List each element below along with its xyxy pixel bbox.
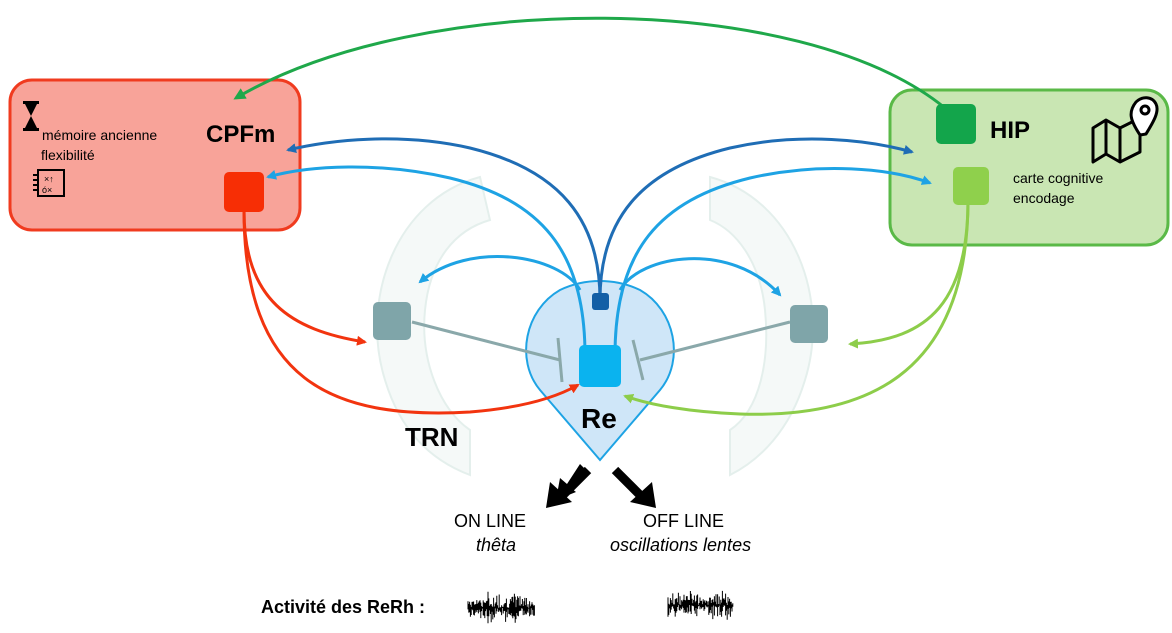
trn-node-right <box>790 305 828 343</box>
offline-sub: oscillations lentes <box>610 535 751 555</box>
trn-node-left <box>373 302 411 340</box>
re-node <box>579 345 621 387</box>
re-to-trn-left-arrow <box>418 255 582 291</box>
cpfm-line1: mémoire ancienne <box>42 127 157 143</box>
offline-title: OFF LINE <box>643 511 724 531</box>
online-arrow <box>546 464 592 508</box>
hip-region <box>888 88 1170 247</box>
slow-oscillation-signal-trace <box>667 590 734 620</box>
hip-line2: encodage <box>1013 190 1075 206</box>
svg-text:×↑: ×↑ <box>44 174 54 184</box>
re-to-cpfm-light-arrow <box>266 165 587 356</box>
trn-left-inhibition <box>411 320 564 383</box>
cpfm-line2: flexibilité <box>41 147 95 163</box>
re-to-hip-light-arrow <box>613 167 932 356</box>
re-label: Re <box>581 403 617 434</box>
strategy-board-icon: ×↑ ó× <box>33 169 65 197</box>
hip-title: HIP <box>990 117 1030 144</box>
online-title: ON LINE <box>454 511 526 531</box>
hourglass-icon <box>23 101 39 131</box>
hip-to-re-arrow <box>623 199 970 416</box>
re-to-cpfm-dark-arrow <box>286 137 602 301</box>
trn-label: TRN <box>405 422 458 452</box>
offline-arrow <box>611 466 656 508</box>
trn-right-inhibition <box>631 320 791 381</box>
online-sub: thêta <box>476 535 516 555</box>
cpfm-to-re-arrow <box>242 209 580 415</box>
re-small-node <box>592 293 609 310</box>
hip-to-cpfm-arrow <box>233 16 946 110</box>
hip-line1: carte cognitive <box>1013 170 1103 186</box>
svg-text:ó×: ó× <box>42 185 52 195</box>
re-to-trn-right-arrow <box>618 257 782 297</box>
activity-label: Activité des ReRh : <box>261 597 425 617</box>
theta-signal-trace <box>467 591 535 624</box>
hip-node-dark <box>936 104 976 144</box>
re-to-hip-dark-arrow <box>598 137 914 301</box>
cpfm-node <box>224 172 264 212</box>
map-pin-icon <box>1091 96 1159 164</box>
cpfm-title: CPFm <box>206 121 275 148</box>
hip-node-light <box>953 167 989 205</box>
